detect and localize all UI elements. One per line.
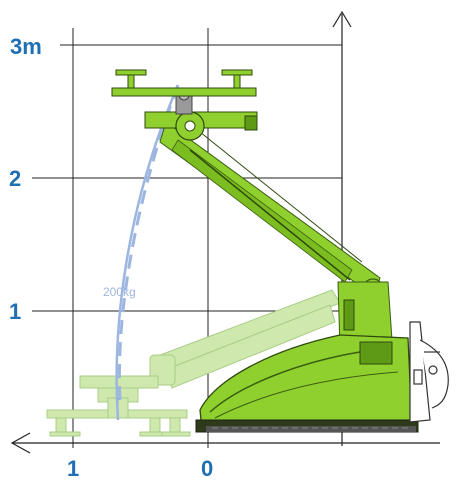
y-label-2: 2 (9, 166, 22, 191)
lifting-machine-icon (111, 69, 419, 433)
x-label-0: 0 (201, 456, 214, 481)
y-axis-arrow-icon (332, 10, 352, 28)
lift-path-dashed (117, 84, 180, 401)
ghost-boom (79, 289, 341, 403)
operator-handle-icon (409, 321, 449, 423)
grid (32, 28, 342, 448)
x-label-1: 1 (67, 456, 80, 481)
lift-path-solid (115, 84, 180, 421)
x-axis-arrow-icon (10, 432, 31, 454)
path-load-label: 200kg (103, 285, 136, 299)
y-label-3m: 3m (10, 34, 42, 59)
y-label-1: 1 (9, 299, 22, 324)
